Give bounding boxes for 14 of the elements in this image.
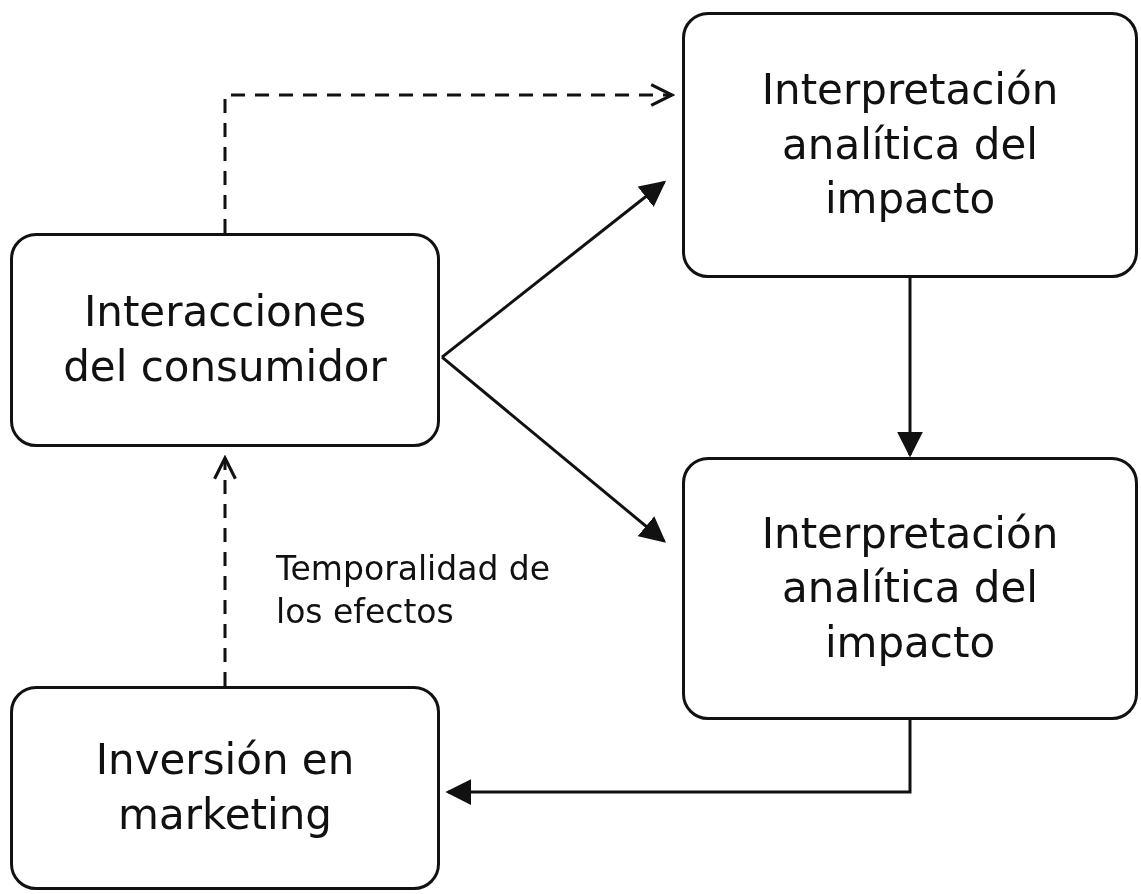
arrow — [445, 720, 912, 806]
arrow — [223, 83, 674, 233]
box-label: Interpretación analítica del impacto — [760, 507, 1060, 669]
arrow — [441, 355, 666, 543]
box-label: Interacciones del consumidor — [62, 286, 388, 393]
box-label: Inversión en marketing — [94, 734, 356, 841]
arrow — [897, 278, 923, 458]
box-label: Interpretación analítica del impacto — [760, 64, 1060, 226]
process-box — [10, 233, 440, 447]
arrow — [441, 180, 667, 359]
arrow — [213, 456, 237, 686]
process-box — [682, 12, 1138, 278]
process-box — [682, 457, 1138, 720]
process-box — [10, 686, 440, 890]
